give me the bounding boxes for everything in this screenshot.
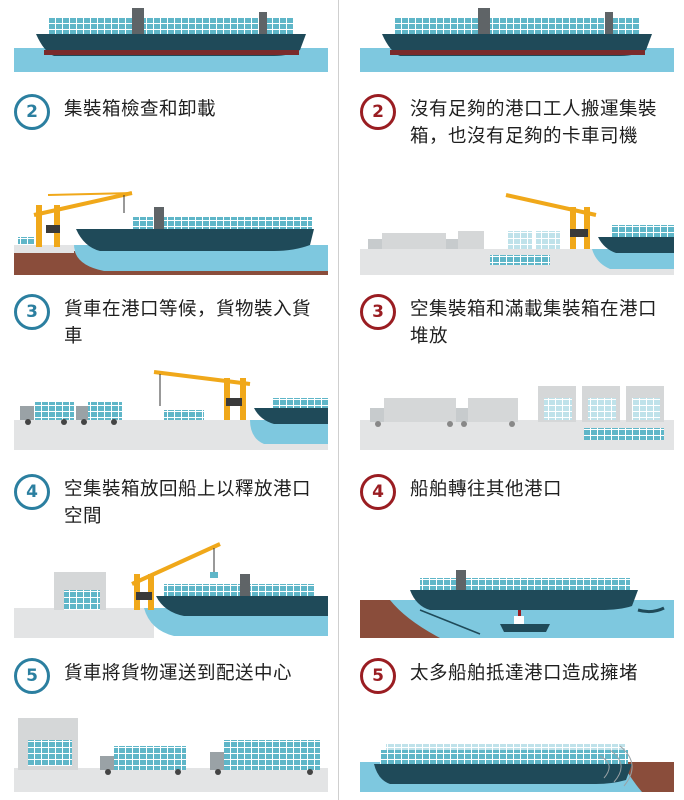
step-number-badge: 4 bbox=[360, 474, 396, 510]
scene-idle-port bbox=[360, 185, 674, 275]
step-description: 空集裝箱和滿載集裝箱在港口堆放 bbox=[410, 299, 658, 347]
distant-boat bbox=[637, 606, 665, 614]
water bbox=[250, 420, 328, 444]
ship-hull bbox=[76, 229, 314, 251]
scene-diverted-ship bbox=[360, 538, 674, 638]
hull-waterline bbox=[44, 50, 299, 55]
scene-unloading bbox=[14, 185, 328, 275]
normal-process-column: 2 集裝箱檢查和卸載 3 貨車在港口等候，貨物裝入貨車 bbox=[0, 0, 330, 800]
step-number-badge: 3 bbox=[360, 294, 396, 330]
funnel bbox=[605, 12, 613, 36]
bridge-tower bbox=[132, 8, 144, 36]
container-stack bbox=[272, 398, 328, 408]
step-labor-shortage: 2 沒有足夠的港口工人搬運集裝箱，也沒有足夠的卡車司機 bbox=[360, 94, 674, 150]
shore bbox=[360, 600, 440, 638]
idle-trucks bbox=[370, 398, 518, 427]
tow-line bbox=[419, 609, 481, 635]
step-description: 貨車在港口等候，貨物裝入貨車 bbox=[64, 299, 312, 347]
step-number-badge: 5 bbox=[360, 658, 396, 694]
gantry-crane bbox=[131, 542, 221, 610]
shore bbox=[622, 762, 674, 792]
water bbox=[592, 249, 674, 269]
bridge-tower bbox=[154, 207, 164, 231]
scene-congested-ships bbox=[360, 706, 674, 792]
gantry-crane bbox=[153, 370, 251, 420]
container-stack bbox=[49, 18, 294, 36]
quay bbox=[14, 608, 154, 638]
problem-process-column: 2 沒有足夠的港口工人搬運集裝箱，也沒有足夠的卡車司機 bbox=[346, 0, 676, 800]
stacked-containers bbox=[584, 428, 664, 440]
delivery-truck bbox=[210, 740, 320, 775]
tugboat bbox=[500, 610, 550, 632]
ship-hull bbox=[254, 408, 328, 424]
scene-distribution bbox=[14, 706, 328, 792]
stacked-containers bbox=[164, 410, 204, 420]
step-description: 貨車將貨物運送到配送中心 bbox=[64, 663, 293, 684]
step-description: 集裝箱檢查和卸載 bbox=[64, 99, 217, 120]
step-number-badge: 4 bbox=[14, 474, 50, 510]
funnel bbox=[259, 12, 267, 36]
step-number-badge: 2 bbox=[360, 94, 396, 130]
step-number-badge: 3 bbox=[14, 294, 50, 330]
water bbox=[74, 245, 328, 271]
step-description: 太多船舶抵達港口造成擁堵 bbox=[410, 663, 639, 684]
ship-hull bbox=[410, 590, 638, 610]
gantry-crane bbox=[505, 193, 597, 249]
gantry-crane bbox=[33, 191, 133, 247]
distribution-center bbox=[18, 718, 78, 770]
scene-empties-reload bbox=[14, 538, 328, 638]
bridge-tower bbox=[456, 570, 466, 592]
container-stack bbox=[612, 225, 674, 237]
step-number-badge: 2 bbox=[14, 94, 50, 130]
column-divider bbox=[338, 0, 339, 800]
truck-queue bbox=[20, 402, 122, 425]
container-stack bbox=[380, 750, 628, 766]
step-deliver: 5 貨車將貨物運送到配送中心 bbox=[14, 658, 328, 694]
scene-truck-loading bbox=[14, 358, 328, 450]
bridge-tower bbox=[240, 574, 250, 598]
step-number-badge: 5 bbox=[14, 658, 50, 694]
container-stack bbox=[395, 18, 640, 36]
stacked-containers bbox=[508, 231, 532, 249]
step-description: 空集裝箱放回船上以釋放港口空間 bbox=[64, 479, 312, 527]
step-unload: 2 集裝箱檢查和卸載 bbox=[14, 94, 328, 130]
stacked-containers bbox=[536, 231, 560, 249]
road bbox=[14, 768, 328, 792]
unloaded-containers bbox=[490, 255, 550, 265]
warehouse bbox=[54, 572, 106, 610]
bridge-tower bbox=[478, 8, 490, 36]
step-containers-pile-up: 3 空集裝箱和滿載集裝箱在港口堆放 bbox=[360, 294, 674, 350]
step-return-empties: 4 空集裝箱放回船上以釋放港口空間 bbox=[14, 474, 328, 530]
idle-trucks bbox=[368, 231, 484, 249]
quay bbox=[14, 245, 74, 253]
ship-hull bbox=[374, 764, 632, 784]
scene-ship-arrival bbox=[360, 0, 674, 72]
step-description: 沒有足夠的港口工人搬運集裝箱，也沒有足夠的卡車司機 bbox=[410, 99, 658, 147]
hull-waterline bbox=[390, 50, 645, 55]
scene-congested-yard bbox=[360, 358, 674, 450]
full-warehouse bbox=[538, 386, 664, 422]
container-stack bbox=[132, 217, 312, 231]
ship-hull bbox=[598, 237, 674, 253]
step-trucks-waiting: 3 貨車在港口等候，貨物裝入貨車 bbox=[14, 294, 328, 350]
container-stack bbox=[164, 584, 314, 598]
ship-hull bbox=[156, 596, 328, 616]
step-port-congestion: 5 太多船舶抵達港口造成擁堵 bbox=[360, 658, 674, 694]
scene-ship-arrival bbox=[14, 0, 328, 72]
congestion-waves bbox=[599, 745, 633, 787]
step-description: 船舶轉往其他港口 bbox=[410, 479, 563, 500]
delivery-truck bbox=[100, 746, 186, 775]
step-ships-diverted: 4 船舶轉往其他港口 bbox=[360, 474, 674, 510]
unloaded-containers bbox=[18, 237, 34, 245]
container-stack bbox=[420, 578, 630, 592]
